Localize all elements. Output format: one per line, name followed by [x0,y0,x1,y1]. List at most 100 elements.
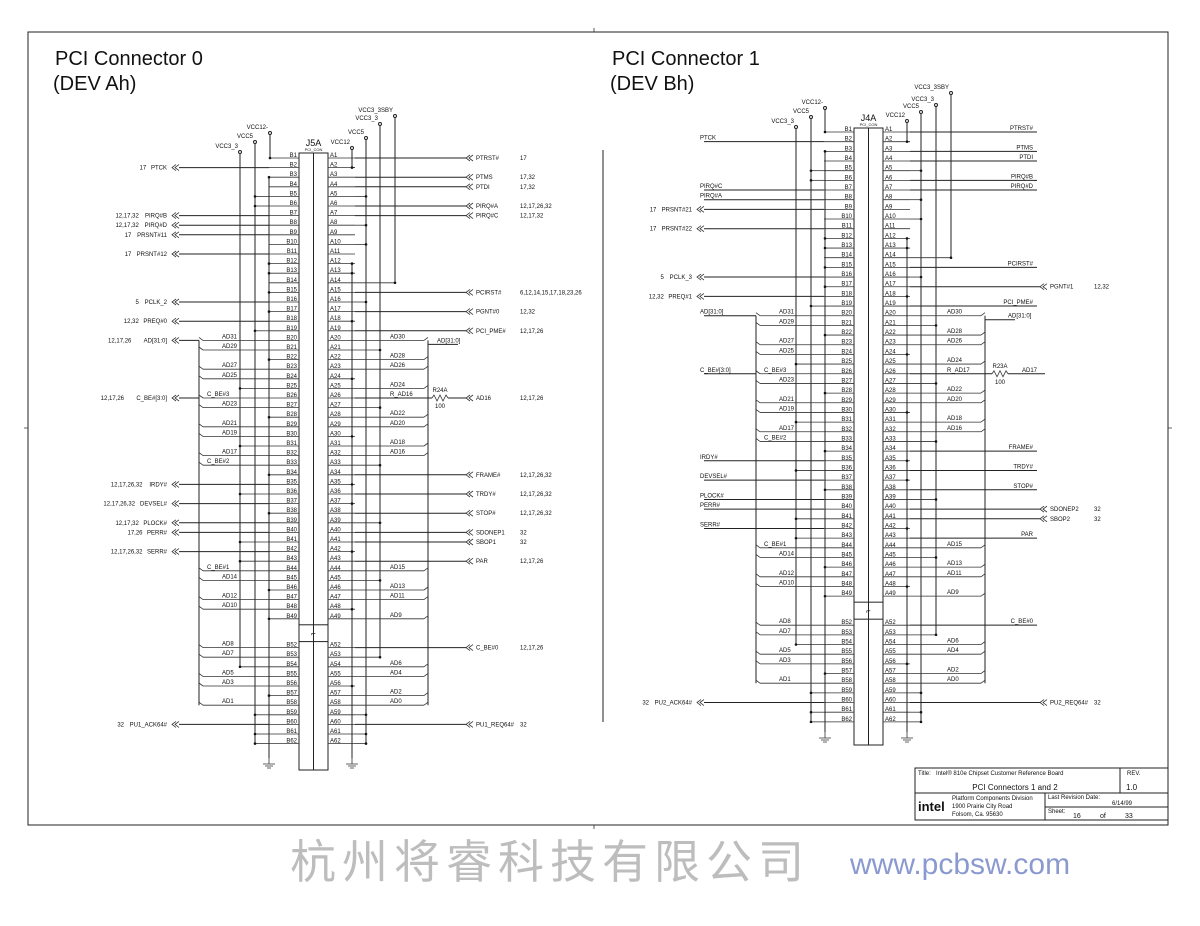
bus-ripper [755,621,761,626]
pin-label-a3: A3 [330,172,338,178]
pin-label-b32: B32 [286,451,297,457]
junction-dot [823,266,827,269]
junction-dot [378,348,382,352]
junction-dot [809,304,813,308]
pin-label-a8: A8 [330,220,338,226]
offpage-connector-icon [465,529,474,536]
pin-label-b40: B40 [841,504,852,510]
offpage-connector-icon [465,644,474,651]
pin-label-a32: A32 [330,451,341,457]
pin-label-b58: B58 [286,700,297,706]
signal-sheet-refs: 12,17,26,32 [520,492,552,498]
bus-ripper [755,351,761,355]
pin-label-a46: A46 [330,585,341,591]
junction-dot [823,672,827,675]
junction-dot [934,382,938,385]
power-rail-label: VCC3_3 [355,116,378,122]
pin-label-a16: A16 [330,297,341,303]
signal-sheet-refs: 12,32 [649,294,665,300]
pin-label-a41: A41 [885,514,896,520]
bus-ripper [198,346,204,351]
signal-name: PRSNT#12 [137,252,168,258]
pin-label-b19: B19 [286,326,297,332]
bus-net-label: AD4 [390,670,402,676]
junction-dot [905,585,909,588]
bus-ripper [423,423,429,428]
junction-dot [267,511,271,515]
junction-dot [378,579,382,582]
pin-label-a59: A59 [330,710,341,716]
bus-net-label: AD20 [947,397,963,403]
signal-name: PU2_ACK64# [655,701,693,707]
pin-label-a12: A12 [885,233,896,239]
bus-ripper [198,423,204,428]
bus-ripper [755,380,761,384]
offpage-connector-icon [1039,699,1048,706]
pin-label-a28: A28 [885,388,896,394]
signal-sheet-refs: 12,32 [520,310,536,316]
bus-net-label: AD10 [779,580,795,586]
pin-label-b22: B22 [841,330,852,336]
pin-label-a56: A56 [885,659,896,665]
bus-net-label: C_BE#1 [207,565,230,571]
net-label: C_BE#0 [1011,619,1034,625]
pin-label-b55: B55 [841,649,852,655]
junction-dot [919,275,923,279]
pin-label-b7: B7 [290,211,298,217]
pin-label-b40: B40 [286,527,297,533]
bus-net-label: AD13 [390,584,406,590]
pin-label-a53: A53 [885,630,896,636]
resistor-icon [991,369,1009,378]
junction-dot [364,223,368,227]
offpage-connector-icon [1039,283,1048,291]
pin-label-a14: A14 [885,253,896,259]
junction-dot [823,449,827,453]
pin-label-b53: B53 [286,652,297,658]
bus-net-label: AD24 [947,358,963,364]
pin-label-b9: B9 [845,204,853,210]
ground-icon [819,732,831,743]
bus-ripper [198,577,204,581]
pin-label-a40: A40 [330,527,341,533]
pin-label-a27: A27 [330,403,341,409]
pin-label-a21: A21 [885,320,896,326]
pin-label-b60: B60 [841,698,852,704]
bus-net-label: AD2 [390,690,402,696]
signal-name: AD16 [476,396,492,402]
junction-dot [949,256,953,260]
offpage-connector-icon [465,173,474,181]
offpage-connector-icon [465,289,474,296]
junction-dot [350,435,354,438]
bus-ripper [198,375,204,380]
pin-label-b59: B59 [286,710,297,716]
pin-label-b13: B13 [286,268,297,274]
pin-label-b38: B38 [841,485,852,491]
power-rail-label: VCC3_3SBY [358,108,393,114]
junction-dot [350,483,354,486]
pin-label-b15: B15 [841,262,852,268]
pin-label-a55: A55 [330,671,341,677]
offpage-connector-icon [171,317,180,325]
pin-label-b46: B46 [841,562,852,568]
bus-ripper [198,653,204,658]
junction-dot [934,498,938,501]
net-label: PIRQ#D [1011,184,1034,190]
junction-dot [350,262,354,265]
pin-label-b54: B54 [286,662,297,668]
bus-net-label: C_BE#2 [207,459,230,465]
pin-label-a47: A47 [885,572,896,578]
offpage-connector-icon [171,500,180,507]
intel-logo: intel [918,799,945,814]
bus-net-label: C_BE#2 [764,435,787,441]
power-rail-label: VCC12 [331,140,351,146]
pin-label-b27: B27 [841,378,852,384]
bus-ripper [755,650,761,655]
pin-label-a37: A37 [330,499,341,505]
signal-name: PCIRST# [476,290,502,296]
pin-label-b26: B26 [841,369,852,375]
pin-label-b47: B47 [286,595,297,601]
bus-ripper [198,701,204,706]
junction-dot [823,565,827,569]
bus-net-label: AD11 [947,571,962,577]
junction-dot [794,517,798,521]
